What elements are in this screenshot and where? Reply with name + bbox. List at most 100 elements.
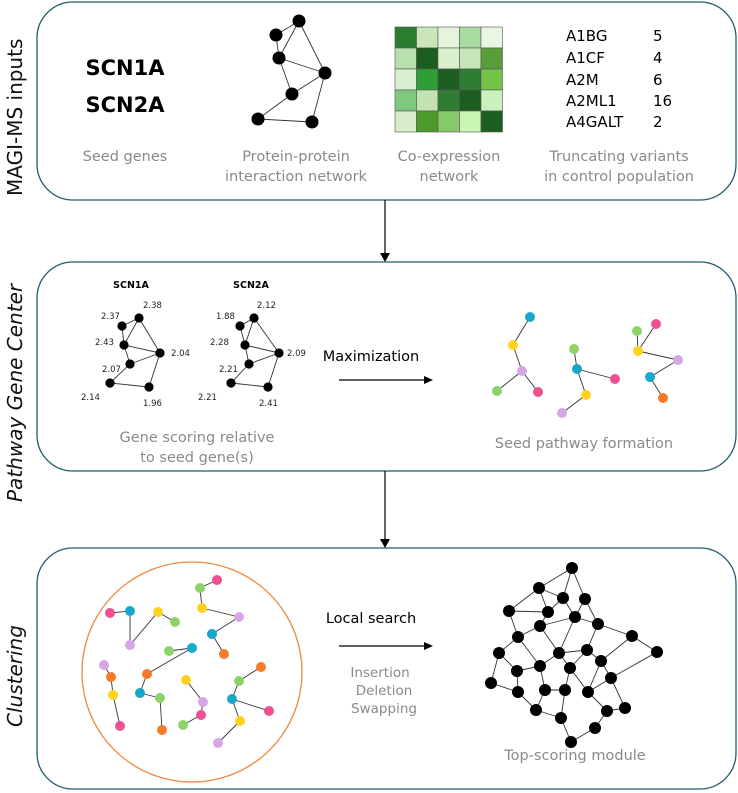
module-node — [533, 582, 545, 594]
module-node — [559, 684, 571, 696]
heatmap-cell — [459, 47, 482, 70]
module-edge — [600, 635, 633, 662]
down-arrow-2-head — [380, 539, 390, 548]
heatmap-cell — [480, 89, 503, 112]
heatmap-cell — [459, 68, 482, 91]
caption-seed-pathway: Seed pathway formation — [495, 436, 673, 452]
variant-count: 2 — [653, 113, 663, 131]
heatmap-cell — [480, 26, 503, 49]
heatmap-cell — [416, 89, 439, 112]
variant-gene: A2ML1 — [566, 92, 617, 110]
heatmap-cell — [437, 47, 460, 70]
module-node — [582, 686, 594, 698]
top-scoring-module — [485, 562, 663, 748]
maximization-arrow-head — [424, 376, 433, 384]
module-edge — [538, 567, 573, 589]
module-node — [557, 592, 569, 604]
module-edge — [508, 587, 540, 612]
local-search-arrow-head — [424, 642, 433, 650]
module-node — [595, 655, 607, 667]
module-node — [564, 662, 576, 674]
down-arrow-1-head — [380, 253, 390, 262]
side-label-inputs: MAGI-MS inputs — [3, 39, 27, 196]
heatmap-cell — [394, 110, 417, 133]
module-edge — [558, 616, 576, 654]
side-label-clustering: Clustering — [3, 625, 27, 727]
op-insertion: Insertion — [350, 665, 409, 681]
module-node — [651, 646, 663, 658]
heatmap-cell — [480, 68, 503, 91]
caption-gene-scoring-1: Gene scoring relative — [120, 430, 275, 446]
module-node — [581, 644, 593, 656]
caption-top-module: Top-scoring module — [503, 748, 646, 764]
score-label: 2.07 — [102, 365, 121, 375]
variant-gene: A1BG — [566, 27, 607, 45]
variant-count: 6 — [653, 71, 663, 89]
heatmap-cell — [480, 110, 503, 133]
score-label: 2.28 — [210, 338, 229, 348]
op-deletion: Deletion — [356, 683, 413, 699]
heatmap-cell — [480, 47, 503, 70]
module-node — [542, 606, 554, 618]
module-node — [589, 722, 601, 734]
module-node — [579, 593, 591, 605]
module-node — [503, 605, 515, 617]
module-node — [592, 618, 604, 630]
heatmap-cell — [394, 26, 417, 49]
module-node — [534, 660, 546, 672]
score-label: 2.12 — [257, 301, 276, 311]
caption-coexp-2: network — [420, 169, 479, 185]
clustering-panel — [36, 547, 737, 790]
module-node — [605, 672, 617, 684]
scored-network-2: 2.12 1.88 2.28 2.09 2.21 2.21 2.41 — [198, 301, 306, 409]
heatmap-cell — [416, 68, 439, 91]
heatmap-cell — [416, 47, 439, 70]
seed-gene-2: SCN2A — [86, 93, 166, 117]
heatmap-cell — [459, 110, 482, 133]
module-node — [493, 647, 505, 659]
heatmap-cell — [437, 89, 460, 112]
pathway-pool-circle — [81, 561, 303, 783]
caption-ppi-1: Protein-protein — [242, 149, 350, 165]
variant-gene: A4GALT — [566, 113, 624, 131]
side-label-pgc: Pathway Gene Center — [3, 282, 27, 502]
variant-table: A1BG 5 A1CF 4 A2M 6 A2ML1 16 A4GALT 2 — [566, 27, 672, 131]
pgc-panel — [36, 261, 737, 472]
caption-coexp-1: Co-expression — [398, 149, 501, 165]
module-node — [485, 677, 497, 689]
module-node — [565, 736, 577, 748]
heatmap-cell — [416, 26, 439, 49]
score-label: 2.21 — [219, 365, 238, 375]
seed-gene-1: SCN1A — [86, 56, 166, 80]
score-label: 2.43 — [95, 338, 114, 348]
op-swapping: Swapping — [351, 701, 417, 717]
heatmap-cell — [437, 26, 460, 49]
module-edge — [539, 616, 576, 627]
variant-count: 5 — [653, 27, 663, 45]
module-node — [626, 630, 638, 642]
module-node — [566, 562, 578, 574]
caption-trunc-1: Truncating variants — [548, 149, 688, 165]
module-node — [511, 665, 523, 677]
local-search-label: Local search — [326, 611, 416, 627]
seed-pathways — [492, 312, 683, 418]
ppi-network — [251, 14, 332, 129]
module-node — [601, 705, 613, 717]
heatmap-cell — [394, 89, 417, 112]
heatmap-cell — [437, 68, 460, 91]
caption-seed-genes: Seed genes — [83, 149, 168, 165]
maximization-label: Maximization — [323, 349, 419, 365]
caption-ppi-2: interaction network — [225, 169, 368, 185]
heatmap-cell — [437, 110, 460, 133]
score-label: 2.14 — [81, 393, 100, 403]
pathway-pool — [99, 575, 274, 748]
module-node — [619, 702, 631, 714]
net-title-1: SCN1A — [113, 280, 149, 291]
score-label: 2.37 — [101, 312, 120, 322]
score-label: 1.96 — [143, 399, 162, 409]
heatmap-cell — [416, 110, 439, 133]
variant-gene: A1CF — [566, 49, 605, 67]
net-title-2: SCN2A — [233, 280, 269, 291]
heatmap-cell — [459, 26, 482, 49]
